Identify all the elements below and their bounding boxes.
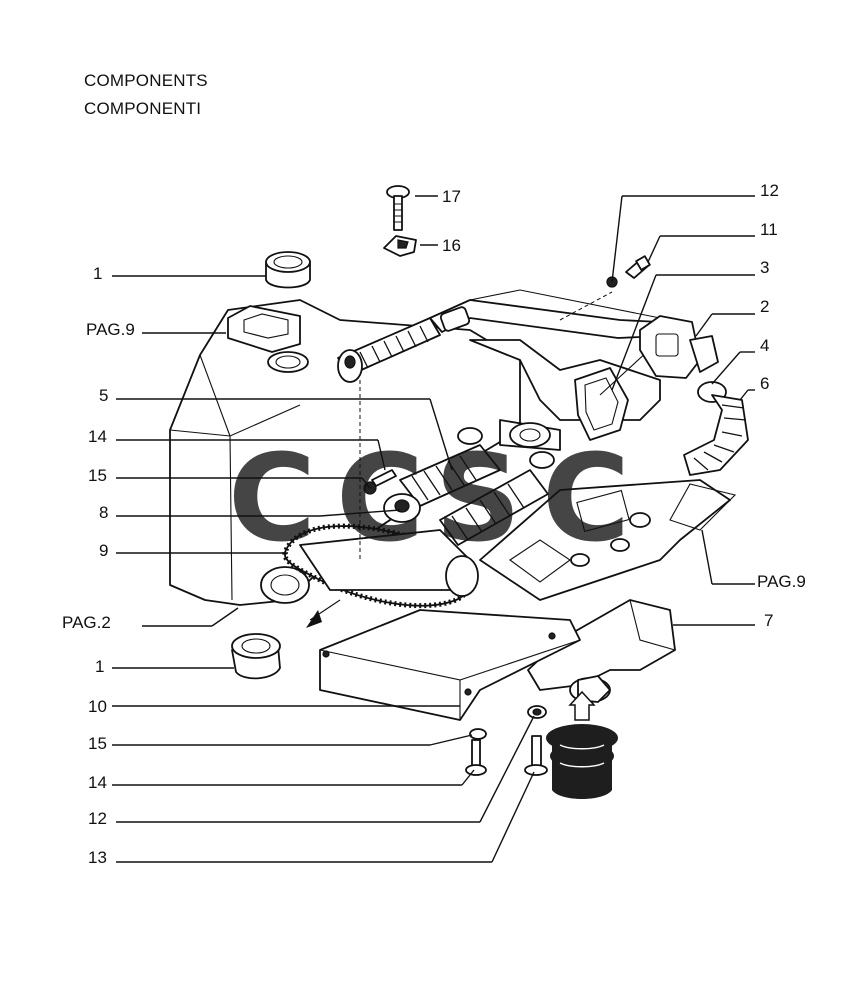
nut-part-12-lower bbox=[527, 705, 547, 719]
callout-7: 7 bbox=[764, 611, 773, 630]
fuel-tank bbox=[169, 299, 521, 606]
callout-pag9-right: PAG.9 bbox=[757, 572, 806, 591]
callout-17: 17 bbox=[442, 187, 461, 206]
callout-9: 9 bbox=[99, 541, 108, 560]
callout-pag9-left: PAG.9 bbox=[86, 320, 135, 339]
callout-15-lower: 15 bbox=[88, 734, 107, 753]
watermark-letter: C bbox=[542, 430, 630, 569]
cap-part-1-upper bbox=[265, 251, 311, 289]
clip-part-16 bbox=[383, 235, 417, 257]
flange-part-2 bbox=[639, 315, 719, 379]
callout-6: 6 bbox=[760, 374, 769, 393]
callout-4: 4 bbox=[760, 336, 769, 355]
diagram-title-english: COMPONENTS bbox=[84, 71, 208, 90]
callout-14-lower: 14 bbox=[88, 773, 107, 792]
gasket-part-3 bbox=[574, 339, 661, 441]
callout-labels: 17 16 12 11 3 2 4 6 1 PAG.9 5 14 15 8 9 … bbox=[62, 181, 806, 867]
bolt-part-14-lower bbox=[465, 739, 487, 776]
callout-12-upper: 12 bbox=[760, 181, 779, 200]
callout-1-upper: 1 bbox=[93, 264, 102, 283]
hose-upper-left bbox=[337, 317, 441, 383]
bolt-part-11 bbox=[625, 255, 651, 279]
callout-3: 3 bbox=[760, 258, 769, 277]
diagram-title-italian: COMPONENTI bbox=[84, 99, 202, 118]
filter-tubes bbox=[383, 427, 555, 546]
screw-part-17 bbox=[386, 185, 410, 231]
rubber-mount bbox=[546, 690, 618, 799]
callout-8: 8 bbox=[99, 503, 108, 522]
callout-15-upper: 15 bbox=[88, 466, 107, 485]
watermark-letter: S bbox=[435, 430, 521, 569]
callout-11: 11 bbox=[760, 220, 778, 239]
leader-lines bbox=[112, 195, 755, 863]
cap-part-1-lower bbox=[231, 633, 281, 680]
callout-5: 5 bbox=[99, 386, 108, 405]
watermark-letter: C bbox=[336, 430, 424, 569]
watermark-letter: C bbox=[228, 430, 316, 569]
callout-pag2: PAG.2 bbox=[62, 613, 111, 632]
callout-2: 2 bbox=[760, 297, 769, 316]
callout-16: 16 bbox=[442, 236, 461, 255]
seal-ring-part-9 bbox=[282, 523, 479, 628]
mounting-plate-upper bbox=[479, 479, 737, 601]
clamp-and-hose-part-4-6 bbox=[683, 381, 749, 476]
washer-part-15-lower bbox=[469, 728, 487, 740]
callout-14-upper: 14 bbox=[88, 427, 107, 446]
callout-1-lower: 1 bbox=[95, 657, 104, 676]
callout-12-lower: 12 bbox=[88, 809, 107, 828]
callout-13: 13 bbox=[88, 848, 107, 867]
bolt-part-13 bbox=[524, 735, 548, 776]
tray-part-10 bbox=[319, 609, 581, 721]
callout-10: 10 bbox=[88, 697, 107, 716]
